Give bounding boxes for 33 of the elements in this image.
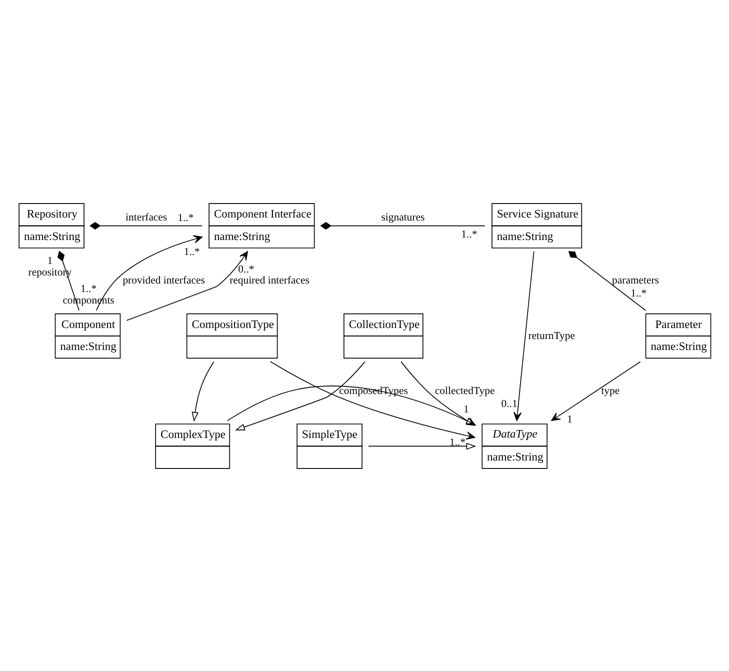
- label: 0..*: [238, 262, 254, 275]
- label: 1..*: [630, 286, 647, 299]
- label: 1: [47, 254, 53, 266]
- arrow: [551, 360, 641, 421]
- connector: [320, 222, 486, 230]
- label: 0..1: [501, 397, 518, 410]
- label: 1..*: [461, 228, 478, 240]
- arrow: [513, 250, 534, 420]
- label: 1..*: [80, 282, 97, 295]
- edge-label: provided interfaces: [122, 274, 205, 286]
- connector: [57, 250, 80, 310]
- edge-label: required interfaces: [230, 274, 310, 286]
- arrow: [96, 234, 203, 310]
- arrow: [235, 360, 366, 430]
- arrow: [270, 360, 476, 440]
- label: 1: [566, 412, 572, 425]
- arrow: [126, 250, 248, 320]
- connector: [568, 250, 646, 310]
- label: 1: [464, 402, 469, 415]
- edge-label: collectedType: [434, 384, 495, 396]
- arrow: [400, 360, 476, 426]
- connector: [90, 222, 202, 230]
- arrow: [368, 442, 476, 450]
- label: 1..*: [178, 211, 194, 224]
- label: 1..*: [184, 245, 200, 258]
- edge-label: returnType: [528, 329, 575, 342]
- label: 1..*: [450, 436, 466, 448]
- edge-label: type: [601, 384, 620, 396]
- edge-label: signatures: [381, 210, 425, 223]
- arrow: [192, 360, 214, 422]
- edge-label: interfaces: [126, 210, 168, 223]
- arrow: [227, 385, 476, 425]
- edge-label: parameters: [612, 274, 659, 286]
